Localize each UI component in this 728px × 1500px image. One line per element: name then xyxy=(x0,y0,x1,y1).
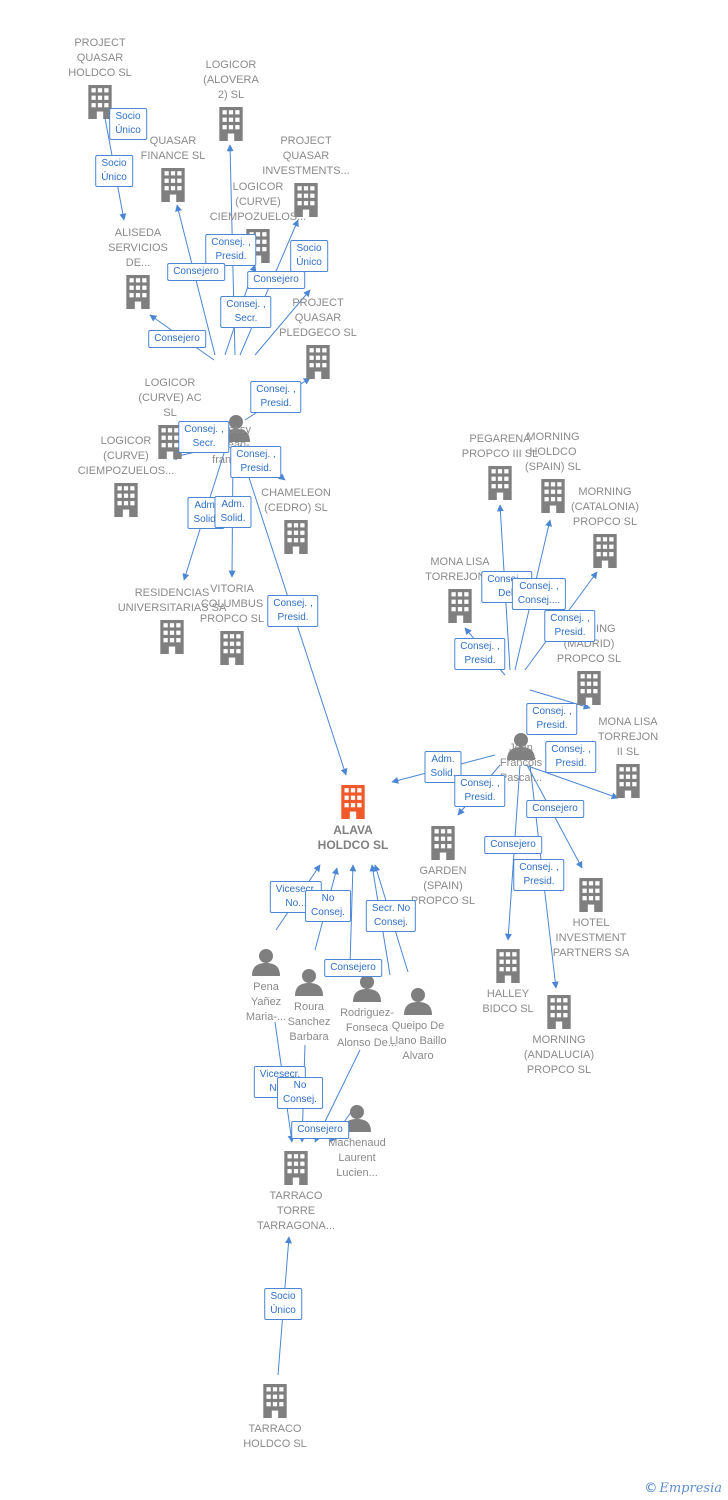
node-label-roura[interactable]: Roura Sanchez Barbara xyxy=(287,1001,331,1043)
relation-edge-27 xyxy=(349,864,357,966)
edge-role-label-6: Consej. , Secr. xyxy=(220,296,272,328)
building-icon-morning_madrid[interactable] xyxy=(577,671,601,705)
node-label-pq_investments[interactable]: PROJECT QUASAR INVESTMENTS... xyxy=(262,135,350,177)
building-icon-vitoria[interactable] xyxy=(220,631,244,665)
building-icon-aliseda[interactable] xyxy=(126,275,150,309)
building-icon-logicor_ciemp2[interactable] xyxy=(114,483,138,517)
edge-role-label-26: No Consej. xyxy=(305,890,351,922)
edge-role-label-28: Consejero xyxy=(324,959,382,977)
edge-role-label-16: Consej. , Presid. xyxy=(544,610,596,642)
person-icon-rodriguez[interactable] xyxy=(353,975,381,1002)
building-icon-tarraco_holdco[interactable] xyxy=(263,1384,287,1418)
node-label-logicor_ac[interactable]: LOGICOR (CURVE) AC SL xyxy=(138,377,202,419)
edge-role-label-17: Consej. , Presid. xyxy=(454,638,506,670)
edge-role-label-24: Consej. , Presid. xyxy=(513,859,565,891)
edge-role-label-18: Consej. , Presid. xyxy=(526,703,578,735)
building-icon-pq_holdco[interactable] xyxy=(88,85,112,119)
edge-role-label-32: Socio Único xyxy=(264,1288,302,1320)
brand-watermark: ©Empresia xyxy=(644,1481,722,1496)
node-label-vitoria[interactable]: VITORIA COLUMBUS PROPCO SL xyxy=(199,583,265,625)
edge-role-label-23: Consejero xyxy=(484,836,542,854)
node-label-machenaud[interactable]: Machenaud Laurent Lucien... xyxy=(328,1137,386,1179)
node-label-logicor_ciemp1[interactable]: LOGICOR (CURVE) CIEMPOZUELOS... xyxy=(209,181,307,223)
edge-role-label-27: Secr. No Consej. xyxy=(365,900,417,932)
node-label-alava[interactable]: ALAVA HOLDCO SL xyxy=(317,823,389,852)
building-icon-mona_lisa2[interactable] xyxy=(616,764,640,798)
relation-edge-6 xyxy=(254,289,311,356)
building-icon-alava[interactable] xyxy=(341,785,365,819)
building-icon-garden[interactable] xyxy=(431,826,455,860)
edge-role-label-5: Consejero xyxy=(247,271,305,289)
node-label-morning_andalucia[interactable]: MORNING (ANDALUCIA) PROPCO SL xyxy=(523,1034,595,1076)
building-icon-chameleon[interactable] xyxy=(284,520,308,554)
edge-role-label-31: Consejero xyxy=(291,1121,349,1139)
edge-role-label-13: Consej. , Presid. xyxy=(267,595,319,627)
node-label-morning_catalonia[interactable]: MORNING (CATALONIA) PROPCO SL xyxy=(570,486,640,528)
edge-role-label-7: Consejero xyxy=(148,330,206,348)
edge-role-label-10: Consej. , Presid. xyxy=(230,446,282,478)
edge-role-label-9: Consej. , Secr. xyxy=(178,421,230,453)
building-icon-pq_finance[interactable] xyxy=(161,168,185,202)
copyright-icon: © xyxy=(644,1481,658,1496)
relation-edge-21 xyxy=(524,764,619,800)
node-label-tarraco_holdco[interactable]: TARRACO HOLDCO SL xyxy=(243,1423,307,1450)
node-label-garden[interactable]: GARDEN (SPAIN) PROPCO SL xyxy=(410,865,476,907)
edge-role-label-20: Consej. , Presid. xyxy=(545,741,597,773)
node-label-queipo[interactable]: Queipo De Llano Baillo Alvaro xyxy=(389,1020,447,1062)
edge-role-label-3: Consejero xyxy=(167,263,225,281)
node-label-morning_spain[interactable]: MORNING HOLDCO (SPAIN) SL xyxy=(524,431,582,473)
node-label-chameleon[interactable]: CHAMELEON (CEDRO) SL xyxy=(261,487,331,514)
node-label-hotel[interactable]: HOTEL INVESTMENT PARTNERS SA xyxy=(552,917,630,959)
brand-name: Empresia xyxy=(659,1481,722,1496)
edge-role-label-1: Socio Único xyxy=(95,155,133,187)
edge-role-label-4: Socio Único xyxy=(290,240,328,272)
edge-role-label-12: Adm. Solid. xyxy=(214,496,252,528)
node-label-pena[interactable]: Pena Yañez Maria-... xyxy=(245,981,287,1023)
node-label-halley[interactable]: HALLEY BIDCO SL xyxy=(482,988,534,1015)
node-label-logicor_alovera[interactable]: LOGICOR (ALOVERA 2) SL xyxy=(203,59,259,101)
edge-role-label-22: Consejero xyxy=(526,800,584,818)
building-icon-morning_catalonia[interactable] xyxy=(593,534,617,568)
building-icon-mona_lisa[interactable] xyxy=(448,589,472,623)
building-icon-hotel[interactable] xyxy=(579,878,603,912)
node-label-jean_francois[interactable]: Jean Francois Pascal... xyxy=(499,742,543,784)
person-icon-pena[interactable] xyxy=(252,949,280,976)
edge-role-label-30: No Consej. xyxy=(277,1077,323,1109)
edge-role-label-15: Consej. , Consej.... xyxy=(511,578,567,610)
edge-role-label-21: Consej. , Presid. xyxy=(454,775,506,807)
node-label-residencias[interactable]: RESIDENCIAS UNIVERSITARIAS SA xyxy=(117,587,227,614)
relation-edge-18 xyxy=(529,689,591,710)
node-label-pq_finance[interactable]: QUASAR FINANCE SL xyxy=(140,135,206,162)
building-icon-halley[interactable] xyxy=(496,949,520,983)
node-label-mona_lisa2[interactable]: MONA LISA TORREJON II SL xyxy=(597,716,659,758)
node-label-mona_lisa[interactable]: MONA LISA TORREJON... xyxy=(425,556,495,583)
node-label-tarraco_torre[interactable]: TARRACO TORRE TARRAGONA... xyxy=(256,1190,336,1232)
node-label-pegarena[interactable]: PEGARENA PROPCO III SL xyxy=(461,433,539,460)
edge-role-label-0: Socio Único xyxy=(109,108,147,140)
building-icon-pq_pledgeco[interactable] xyxy=(306,345,330,379)
node-label-rodriguez[interactable]: Rodriguez- Fonseca Alonso De... xyxy=(337,1007,397,1049)
node-label-aliseda[interactable]: ALISEDA SERVICIOS DE... xyxy=(108,227,168,269)
node-label-pq_pledgeco[interactable]: PROJECT QUASAR PLEDGECO SL xyxy=(279,297,357,339)
edge-role-label-2: Consej. , Presid. xyxy=(205,234,257,266)
node-label-pq_holdco[interactable]: PROJECT QUASAR HOLDCO SL xyxy=(68,37,132,79)
node-label-logicor_ciemp2[interactable]: LOGICOR (CURVE) CIEMPOZUELOS... xyxy=(77,435,175,477)
edge-role-label-8: Consej. , Presid. xyxy=(250,381,302,413)
